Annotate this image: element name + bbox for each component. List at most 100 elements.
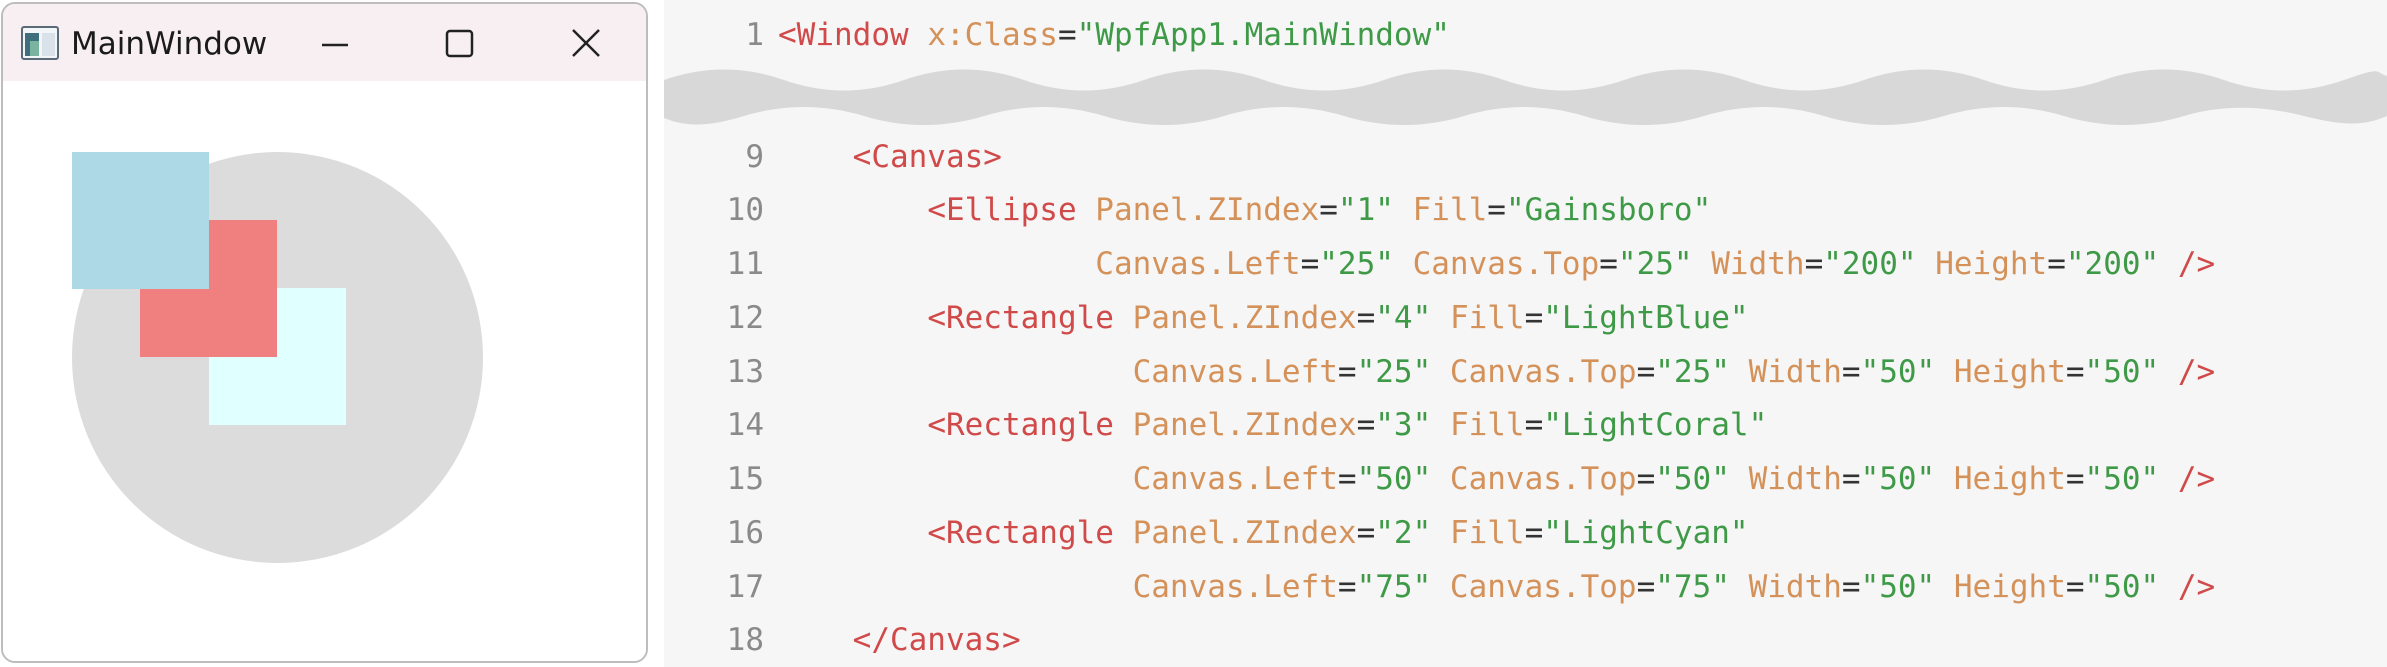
- code-whitespace: [778, 192, 927, 228]
- xml-equals: =: [1356, 515, 1376, 551]
- xml-tag: <Rectangle: [927, 515, 1114, 551]
- close-icon: [572, 29, 600, 57]
- xml-tag: </Canvas>: [852, 622, 1021, 658]
- code-whitespace: [1431, 515, 1450, 551]
- maximize-button[interactable]: [427, 18, 491, 70]
- wpf-app-icon: [21, 26, 59, 60]
- xml-attribute: Height: [1953, 461, 2066, 497]
- xml-tag: />: [2177, 461, 2216, 497]
- code-whitespace: [778, 246, 1095, 282]
- code-line: 15 Canvas.Left="50" Canvas.Top="50" Widt…: [664, 455, 2216, 503]
- xml-equals: =: [1356, 407, 1376, 443]
- code-break-separator: [664, 69, 2387, 125]
- line-number: 15: [726, 461, 764, 497]
- line-number: 10: [726, 192, 764, 228]
- code-whitespace: [1935, 354, 1954, 390]
- xml-tag: <Rectangle: [927, 300, 1114, 336]
- title-bar[interactable]: MainWindow: [3, 4, 646, 81]
- xml-value: "75": [1356, 569, 1432, 605]
- code-whitespace: [1114, 300, 1133, 336]
- line-number: 1: [745, 17, 764, 53]
- xml-equals: =: [1636, 461, 1656, 497]
- xml-equals: =: [1300, 246, 1320, 282]
- code-line: 12 <Rectangle Panel.ZIndex="4" Fill="Lig…: [664, 294, 1749, 342]
- xml-attribute: Canvas.Top: [1412, 246, 1600, 282]
- close-button[interactable]: [554, 18, 618, 70]
- line-number: 13: [726, 354, 764, 390]
- code-whitespace: [1431, 569, 1450, 605]
- xml-tag: <Canvas>: [852, 139, 1002, 175]
- xml-attribute: Panel.ZIndex: [1132, 300, 1357, 336]
- xml-attribute: Width: [1748, 354, 1842, 390]
- xml-tag: />: [2177, 569, 2216, 605]
- line-number: 12: [726, 300, 764, 336]
- code-line: 13 Canvas.Left="25" Canvas.Top="25" Widt…: [664, 348, 2216, 396]
- xml-equals: =: [1599, 246, 1618, 282]
- code-whitespace: [2159, 354, 2178, 390]
- code-line: 10 <Ellipse Panel.ZIndex="1" Fill="Gains…: [664, 186, 1712, 234]
- xml-value: "25": [1356, 354, 1432, 390]
- xml-value: "25": [1319, 246, 1394, 282]
- code-whitespace: [1693, 246, 1712, 282]
- code-whitespace: [1431, 407, 1450, 443]
- xml-equals: =: [1524, 515, 1544, 551]
- xml-value: "50": [1860, 461, 1936, 497]
- canvas-rectangle-lightblue: [72, 152, 209, 289]
- xml-equals: =: [1487, 192, 1506, 228]
- xml-tag: <Ellipse: [927, 192, 1077, 228]
- xml-value: "50": [1860, 354, 1936, 390]
- xml-value: "Gainsboro": [1505, 192, 1712, 228]
- xml-attribute: Canvas.Left: [1132, 461, 1338, 497]
- xml-equals: =: [1337, 569, 1357, 605]
- code-line: 17 Canvas.Left="75" Canvas.Top="75" Widt…: [664, 563, 2216, 611]
- code-whitespace: [778, 515, 927, 551]
- code-line: 18 </Canvas>: [664, 616, 1021, 664]
- xml-value: "3": [1375, 407, 1432, 443]
- minimize-button[interactable]: [303, 18, 367, 70]
- xml-equals: =: [1524, 300, 1544, 336]
- code-whitespace: [1431, 461, 1450, 497]
- xml-value: "2": [1375, 515, 1432, 551]
- xml-equals: =: [1636, 354, 1656, 390]
- xml-attribute: Width: [1711, 246, 1805, 282]
- code-whitespace: [2159, 569, 2178, 605]
- xml-attribute: Canvas.Top: [1449, 354, 1637, 390]
- code-whitespace: [1394, 192, 1413, 228]
- xml-attribute: Width: [1748, 569, 1842, 605]
- xml-value: "LightBlue": [1543, 300, 1749, 336]
- xml-equals: =: [1841, 354, 1861, 390]
- xml-equals: =: [1319, 192, 1338, 228]
- xml-attribute: Height: [1953, 354, 2066, 390]
- code-whitespace: [778, 622, 853, 658]
- line-number: 18: [726, 622, 764, 658]
- xml-attribute: Panel.ZIndex: [1132, 407, 1357, 443]
- xml-attribute: Canvas.Left: [1132, 354, 1338, 390]
- xml-attribute: Canvas.Top: [1449, 569, 1637, 605]
- line-number: 9: [745, 139, 764, 175]
- code-line: 16 <Rectangle Panel.ZIndex="2" Fill="Lig…: [664, 509, 1749, 557]
- maximize-icon: [445, 29, 474, 58]
- line-number: 14: [726, 407, 764, 443]
- code-line: 14 <Rectangle Panel.ZIndex="3" Fill="Lig…: [664, 401, 1768, 449]
- code-whitespace: [778, 407, 927, 443]
- xml-tag: />: [2177, 354, 2216, 390]
- code-whitespace: [1730, 354, 1749, 390]
- xml-equals: =: [2065, 354, 2085, 390]
- code-whitespace: [778, 300, 927, 336]
- xml-attribute: Panel.ZIndex: [1132, 515, 1357, 551]
- xml-equals: =: [1636, 569, 1656, 605]
- xml-value: "1": [1337, 192, 1394, 228]
- code-whitespace: [778, 461, 1133, 497]
- code-whitespace: [1917, 246, 1936, 282]
- xml-equals: =: [1841, 461, 1861, 497]
- xml-attribute: Canvas.Left: [1132, 569, 1338, 605]
- code-whitespace: [1935, 569, 1954, 605]
- xml-attribute: Height: [1935, 246, 2048, 282]
- xml-value: "50": [2084, 569, 2160, 605]
- code-whitespace: [1114, 515, 1133, 551]
- xml-attribute: Fill: [1412, 192, 1488, 228]
- code-line: 11 Canvas.Left="25" Canvas.Top="25" Widt…: [664, 240, 2216, 288]
- xml-value: "LightCoral": [1543, 407, 1768, 443]
- minimize-icon: [322, 43, 348, 47]
- xml-attribute: Panel.ZIndex: [1095, 192, 1320, 228]
